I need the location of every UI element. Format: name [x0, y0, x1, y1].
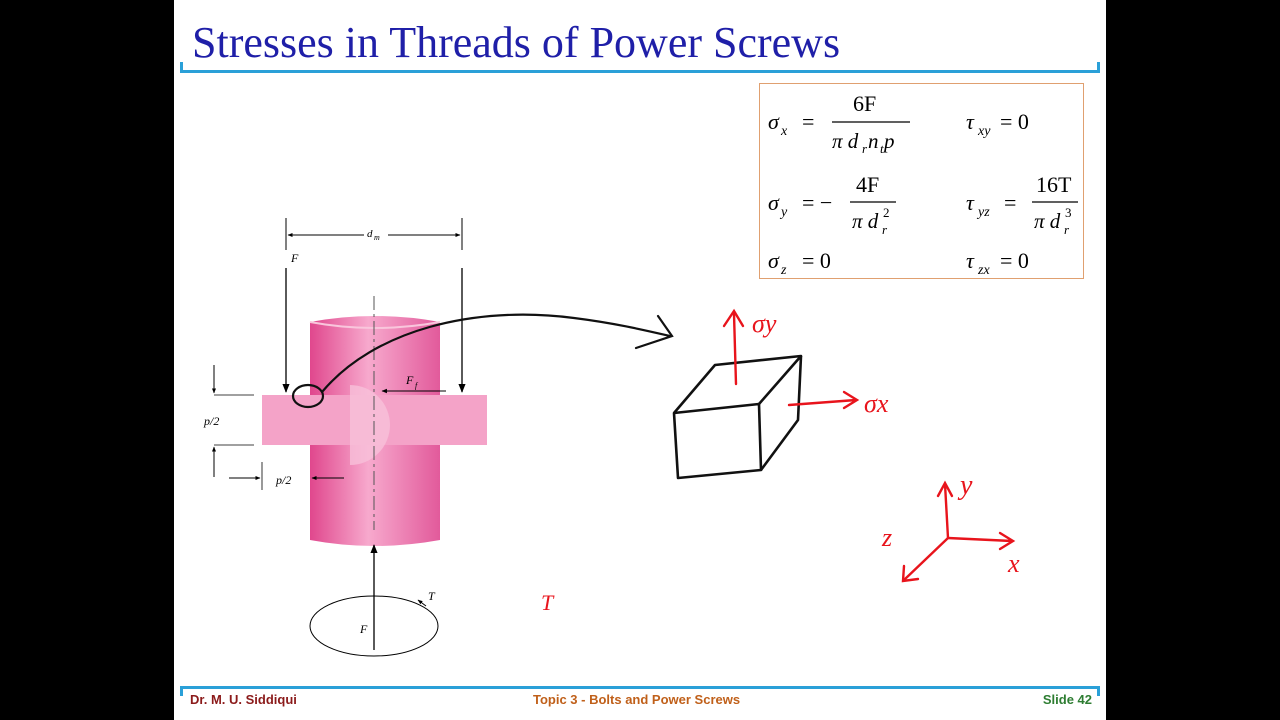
red-annotations: [722, 308, 1016, 583]
label-T: T: [428, 589, 436, 603]
slide: Stresses in Threads of Power Screws σ x …: [174, 0, 1106, 720]
svg-text:σ: σ: [768, 190, 780, 215]
svg-text:p: p: [882, 129, 895, 153]
svg-text:π d: π d: [832, 129, 859, 153]
stress-equations-box: σ x = 6F π d r n t p τ xy = 0 σ y =: [759, 83, 1084, 279]
label-F-top: F: [290, 251, 299, 265]
svg-text:σ: σ: [768, 109, 780, 134]
svg-text:3: 3: [1065, 205, 1072, 220]
svg-text:π d: π d: [1034, 209, 1061, 233]
equation-tau-yz: τ yz = 16T π d r 3: [966, 172, 1078, 237]
equation-tau-xy: τ xy = 0: [966, 109, 1029, 139]
svg-text:σ: σ: [768, 248, 780, 273]
svg-text:yz: yz: [976, 205, 990, 220]
svg-text:n: n: [868, 129, 879, 153]
label-p2-bottom: p/2: [275, 473, 291, 487]
footer-rule: [180, 686, 1100, 696]
label-sigma-x: σx: [864, 389, 889, 418]
pointer-annotation: [291, 313, 674, 409]
equation-sigma-z: σ z = 0: [768, 248, 831, 277]
svg-text:=: =: [802, 109, 814, 134]
equation-sigma-x: σ x = 6F π d r n t p: [768, 91, 910, 156]
equation-sigma-y: σ y = − 4F π d r 2: [768, 172, 896, 237]
svg-text:x: x: [780, 124, 788, 139]
footer-slide-number: Slide 42: [1042, 692, 1092, 707]
svg-text:y: y: [779, 205, 788, 220]
svg-text:τ: τ: [966, 190, 975, 215]
svg-text:=: =: [1004, 190, 1016, 215]
svg-text:r: r: [862, 141, 868, 156]
stray-mark: T: [541, 590, 555, 615]
svg-text:m: m: [374, 233, 380, 242]
svg-text:τ: τ: [966, 248, 975, 273]
label-sigma-y: σy: [752, 309, 777, 338]
svg-text:6F: 6F: [853, 91, 876, 116]
slide-title: Stresses in Threads of Power Screws: [192, 18, 841, 67]
svg-text:= 0: = 0: [802, 248, 831, 273]
label-F-bottom: F: [359, 622, 368, 636]
svg-text:f: f: [415, 381, 419, 390]
svg-text:= 0: = 0: [1000, 109, 1029, 134]
svg-text:τ: τ: [966, 109, 975, 134]
svg-text:z: z: [780, 263, 787, 277]
svg-text:4F: 4F: [856, 172, 879, 197]
equation-tau-zx: τ zx = 0: [966, 248, 1029, 277]
axis-label-z: z: [881, 523, 892, 552]
svg-text:π d: π d: [852, 209, 879, 233]
diagram-canvas: d m F F f p/2 p/2 F T: [203, 218, 1020, 657]
footer-topic: Topic 3 - Bolts and Power Screws: [533, 692, 741, 707]
svg-text:t: t: [880, 141, 884, 156]
svg-text:r: r: [1064, 222, 1070, 237]
svg-text:= −: = −: [802, 190, 832, 215]
stress-element-cube: [672, 354, 803, 480]
title-underline: [180, 62, 1100, 73]
axis-label-y: y: [957, 470, 973, 501]
svg-text:xy: xy: [977, 124, 991, 139]
svg-text:r: r: [882, 222, 888, 237]
svg-text:= 0: = 0: [1000, 248, 1029, 273]
svg-text:2: 2: [883, 205, 890, 220]
axis-label-x: x: [1007, 549, 1020, 578]
power-screw-figure: d m F F f p/2 p/2 F T: [203, 218, 487, 657]
label-dm: d: [367, 228, 373, 240]
label-Ff: F: [405, 373, 414, 387]
label-p2-left: p/2: [203, 414, 219, 428]
svg-text:16T: 16T: [1036, 172, 1072, 197]
footer-author: Dr. M. U. Siddiqui: [190, 692, 297, 707]
svg-text:zx: zx: [977, 263, 990, 277]
